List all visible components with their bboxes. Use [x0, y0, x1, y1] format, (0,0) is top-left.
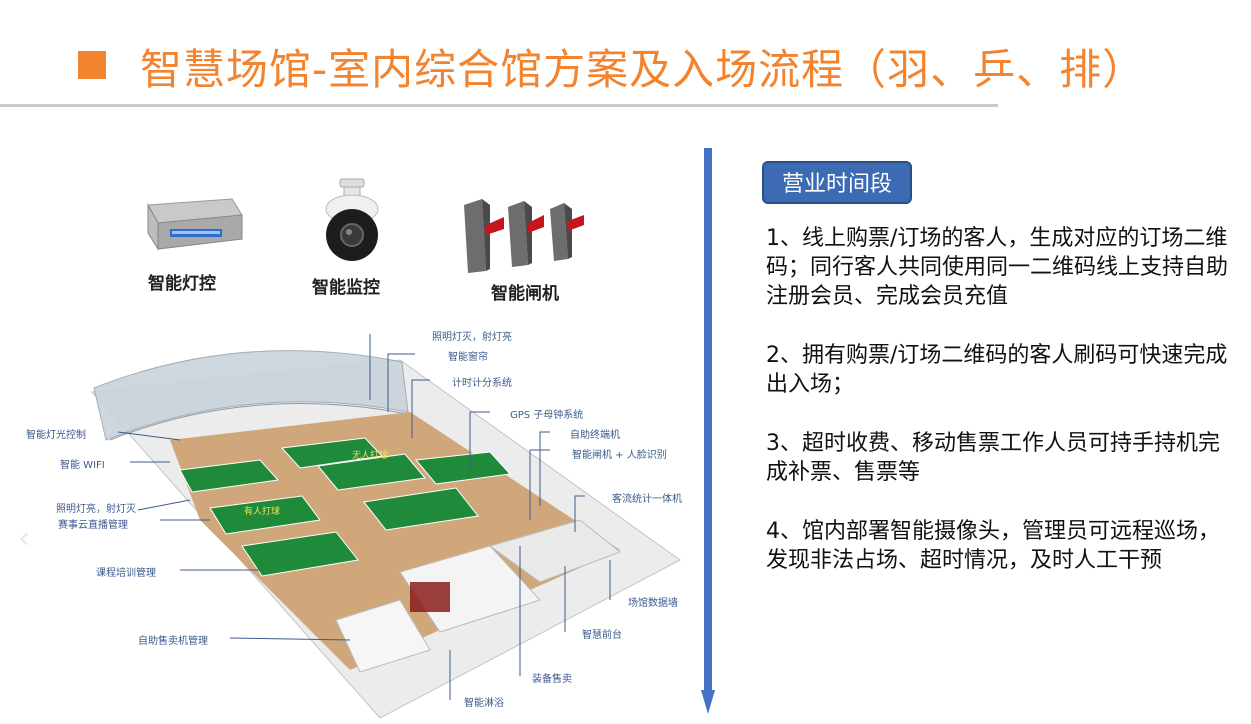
venue-label-terminal: 自助终端机 [570, 430, 620, 441]
venue-label-light-off: 照明灯灭，射灯亮 [432, 332, 512, 343]
court-label-unoccupied: 无人打球 [352, 451, 389, 461]
step-1: 1、线上购票/订场的客人，生成对应的订场二维码；同行客人共同使用同一二维码线上支… [766, 226, 1229, 309]
device-label-camera: 智能监控 [312, 278, 380, 298]
lighting-controller-icon [147, 198, 243, 251]
device-row: 智能灯控 智能监控 智能闸机 [130, 165, 600, 305]
venue-illustration: 照明灯灭，射灯亮 智能窗帘 计时计分系统 GPS 子母钟系统 自助终端机 智能闸… [20, 320, 700, 720]
device-label-gate: 智能闸机 [491, 284, 559, 304]
venue-label-gate-face: 智能闸机 + 人脸识别 [572, 450, 667, 461]
flow-down-arrow-icon [701, 148, 715, 714]
step-4: 4、馆内部署智能摄像头，管理员可远程巡场，发现非法占场、超时情况，及时人工干预 [766, 519, 1220, 573]
venue-label-gps: GPS 子母钟系统 [510, 410, 584, 421]
turnstile-gates-icon [464, 199, 584, 273]
venue-label-front-desk: 智慧前台 [582, 630, 622, 641]
venue-label-data-wall: 场馆数据墙 [628, 598, 678, 609]
court-label-occupied: 有人打球 [244, 507, 281, 517]
step-3: 3、超时收费、移动售票工作人员可持手持机完成补票、售票等 [766, 431, 1220, 485]
entry-steps: 1、线上购票/订场的客人，生成对应的订场二维码；同行客人共同使用同一二维码线上支… [766, 224, 1238, 605]
venue-label-live: 赛事云直播管理 [58, 520, 128, 531]
step-2: 2、拥有购票/订场二维码的客人刷码可快速完成出入场； [766, 343, 1228, 397]
venue-label-equipment: 装备售卖 [532, 674, 572, 685]
venue-label-flow-counter: 客流统计一体机 [612, 494, 682, 505]
business-hours-badge: 营业时间段 [762, 161, 912, 204]
venue-label-training: 课程培训管理 [96, 568, 156, 579]
venue-floorplan [90, 334, 681, 719]
previous-slide-arrow-icon[interactable]: ‹ [18, 521, 30, 556]
venue-label-curtain: 智能窗帘 [448, 352, 488, 363]
venue-label-shower: 智能淋浴 [464, 698, 504, 709]
venue-label-timer: 计时计分系统 [452, 378, 512, 389]
title-divider [0, 104, 998, 107]
page-title: 智慧场馆-室内综合馆方案及入场流程（羽、乒、排） [140, 45, 1146, 94]
venue-label-vending: 自助售卖机管理 [138, 636, 208, 647]
venue-label-light-on: 照明灯亮，射灯灭 [56, 504, 136, 515]
venue-label-wifi: 智能 WIFI [60, 460, 105, 471]
title-bullet [78, 51, 106, 79]
dome-camera-icon [325, 178, 379, 261]
venue-label-light-control: 智能灯光控制 [26, 430, 86, 441]
device-label-lighting: 智能灯控 [148, 274, 216, 294]
